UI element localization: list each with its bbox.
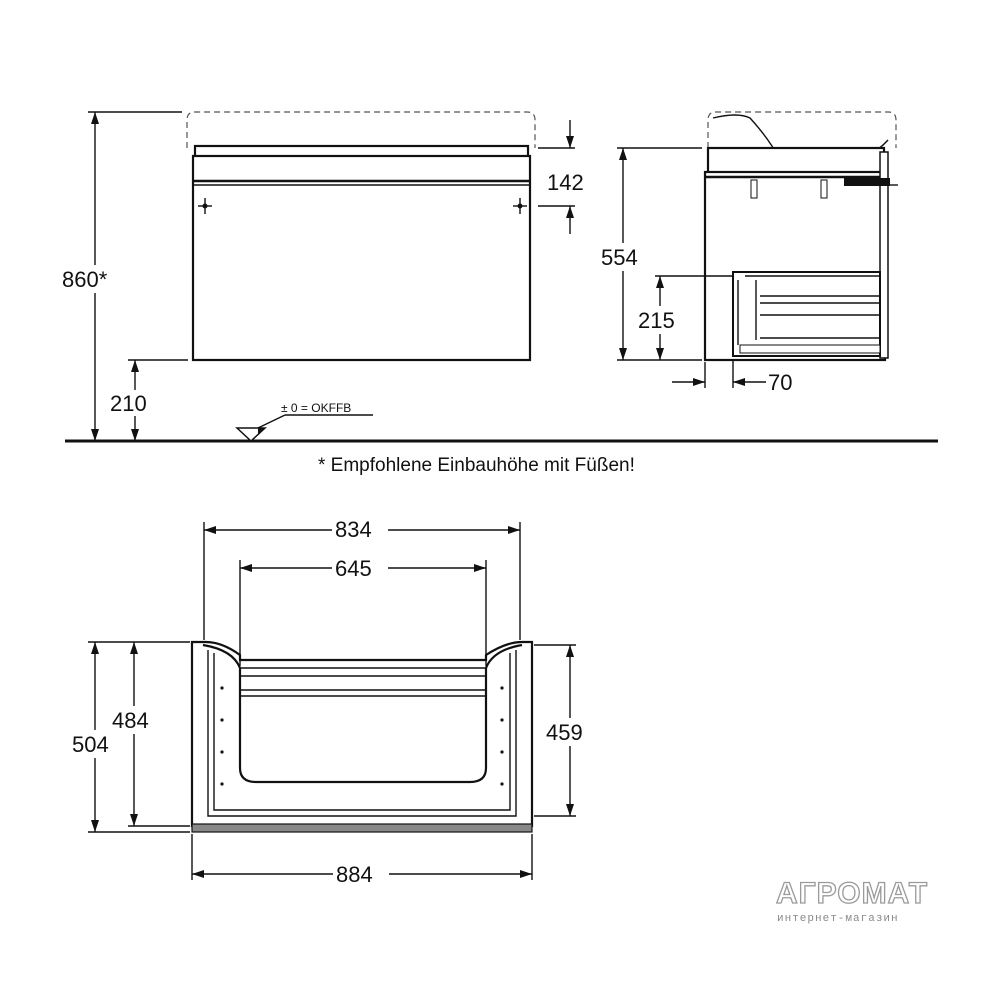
front-fixing-marks: [198, 198, 527, 214]
top-view-fixing-dots: [220, 686, 504, 786]
wall-offset-label: 70: [768, 370, 792, 395]
dim-depth-outer: 504: [72, 641, 190, 833]
dim-outer-width: 834: [203, 515, 521, 640]
dim-total-height: 860*: [60, 111, 182, 441]
dim-foot-height: 210: [108, 359, 188, 441]
front-basin-outline: [186, 111, 536, 148]
front-cabinet-body: [191, 154, 532, 362]
top-view-outer-shell: [190, 640, 534, 828]
dim-side-height: 554: [598, 147, 702, 361]
foot-height-label: 210: [110, 391, 147, 416]
dim-overall-width: 884: [191, 834, 533, 888]
footnote: * Empfohlene Einbauhöhe mit Füßen!: [318, 455, 635, 476]
side-height-label: 554: [601, 245, 638, 270]
dim-depth-inner: 459: [534, 644, 595, 817]
floor-reference: ± 0 = OKFFB: [235, 401, 373, 443]
front-view: [186, 111, 536, 362]
total-height-label: 860*: [62, 267, 108, 292]
depth-inner-label: 459: [546, 720, 583, 745]
top-view: [190, 640, 534, 833]
floor-reference-label: ± 0 = OKFFB: [281, 401, 351, 415]
dim-wall-offset: 70: [672, 360, 792, 395]
dim-inner-width: 645: [239, 554, 487, 666]
depth-mid-label: 484: [112, 708, 149, 733]
inner-width-label: 645: [335, 556, 372, 581]
logo-watermark: АГРОМАТ интернет-магазин: [775, 876, 928, 925]
side-basin-base: [706, 146, 886, 176]
side-view: [703, 111, 898, 362]
dim-drawer-height: 142: [538, 120, 584, 234]
overall-width-label: 884: [336, 862, 373, 887]
depth-outer-label: 504: [72, 732, 109, 757]
logo-name: АГРОМАТ: [776, 877, 928, 910]
logo-tagline: интернет-магазин: [777, 913, 899, 925]
dim-depth-mid: 484: [112, 642, 190, 827]
inner-drawer-height-label: 215: [638, 308, 675, 333]
outer-width-label: 834: [335, 517, 372, 542]
dim-inner-drawer-height: 215: [636, 275, 732, 360]
drawer-height-label: 142: [547, 170, 584, 195]
